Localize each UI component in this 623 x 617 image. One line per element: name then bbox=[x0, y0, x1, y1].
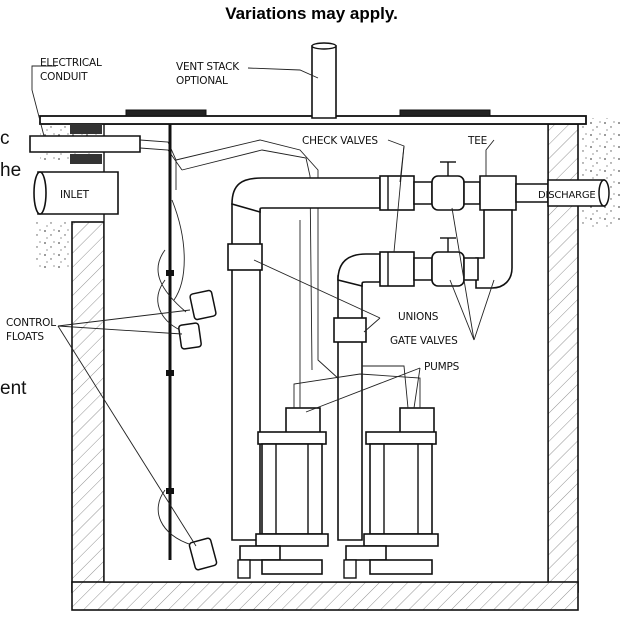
label-vent-stack-2: OPTIONAL bbox=[176, 75, 228, 87]
float-cable-low bbox=[157, 489, 193, 546]
basin-floor bbox=[71, 581, 579, 611]
label-control-floats-2: FLOATS bbox=[6, 331, 44, 343]
pump-right bbox=[343, 407, 439, 579]
union-left bbox=[227, 243, 263, 271]
label-pumps: PUMPS bbox=[424, 361, 460, 373]
ground-left-lower bbox=[34, 222, 72, 270]
pump-cord-right-drop bbox=[362, 365, 409, 409]
pipe-segment-upper-2 bbox=[463, 181, 481, 205]
lid-plate-left bbox=[125, 109, 207, 117]
float-clamp-1 bbox=[166, 270, 174, 276]
pump-cord-right-top bbox=[293, 373, 421, 408]
label-electrical-conduit-1: ELECTRICAL bbox=[40, 57, 102, 69]
discharge-elbow-upper bbox=[231, 177, 381, 214]
label-electrical-conduit-2: CONDUIT bbox=[40, 71, 88, 83]
label-vent-stack-1: VENT STACK bbox=[176, 61, 240, 73]
page-title: Variations may apply. bbox=[225, 4, 398, 23]
vent-stack-pipe bbox=[311, 45, 337, 119]
label-inlet: INLET bbox=[60, 189, 90, 201]
pump-left bbox=[237, 407, 329, 579]
conduit-wire-1 bbox=[139, 139, 177, 190]
vent-stack-top bbox=[311, 42, 337, 50]
pump-cord-1 bbox=[175, 139, 341, 381]
float-clamp-2 bbox=[166, 370, 174, 376]
float-cable-b bbox=[157, 279, 181, 331]
check-valve-lower bbox=[379, 251, 415, 287]
tee-fitting bbox=[479, 175, 517, 211]
float-cable-upper bbox=[171, 199, 185, 301]
lid-plate-right bbox=[399, 109, 491, 117]
side-text-fragment-1: c bbox=[0, 128, 10, 149]
float-clamp-3 bbox=[166, 488, 174, 494]
float-cable-a bbox=[157, 249, 187, 313]
gate-valve-lower bbox=[431, 251, 465, 287]
conduit-wire-2 bbox=[139, 147, 183, 171]
label-gate-valves: GATE VALVES bbox=[390, 335, 458, 347]
inlet-pipe-end bbox=[33, 171, 47, 215]
control-float-middle bbox=[178, 322, 202, 350]
label-check-valves: CHECK VALVES bbox=[302, 135, 378, 147]
pump-cord-2 bbox=[181, 149, 313, 371]
control-float-upper bbox=[189, 289, 217, 321]
check-valve-upper bbox=[379, 175, 415, 211]
basin-wall-left bbox=[71, 221, 105, 593]
conduit-seal-bottom bbox=[70, 154, 102, 164]
ground-right bbox=[580, 118, 620, 228]
side-text-fragment-3: ent bbox=[0, 378, 27, 399]
discharge-riser-right bbox=[337, 275, 363, 541]
side-text-fragment-2: he bbox=[0, 160, 22, 181]
pipe-segment-lower-1 bbox=[413, 257, 433, 281]
discharge-pipe-end bbox=[598, 179, 610, 207]
label-discharge: DISCHARGE bbox=[538, 190, 596, 201]
pipe-segment-upper-1 bbox=[413, 181, 433, 205]
electrical-conduit bbox=[29, 135, 141, 153]
conduit-seal-top bbox=[70, 124, 102, 134]
control-float-lower bbox=[188, 537, 218, 571]
pipe-segment-lower-2 bbox=[463, 257, 479, 281]
label-unions: UNIONS bbox=[398, 311, 439, 323]
gate-valve-upper bbox=[431, 175, 465, 211]
label-control-floats-1: CONTROL bbox=[6, 317, 56, 329]
union-right bbox=[333, 317, 367, 343]
leader-lines bbox=[31, 65, 495, 547]
label-tee: TEE bbox=[467, 135, 487, 147]
